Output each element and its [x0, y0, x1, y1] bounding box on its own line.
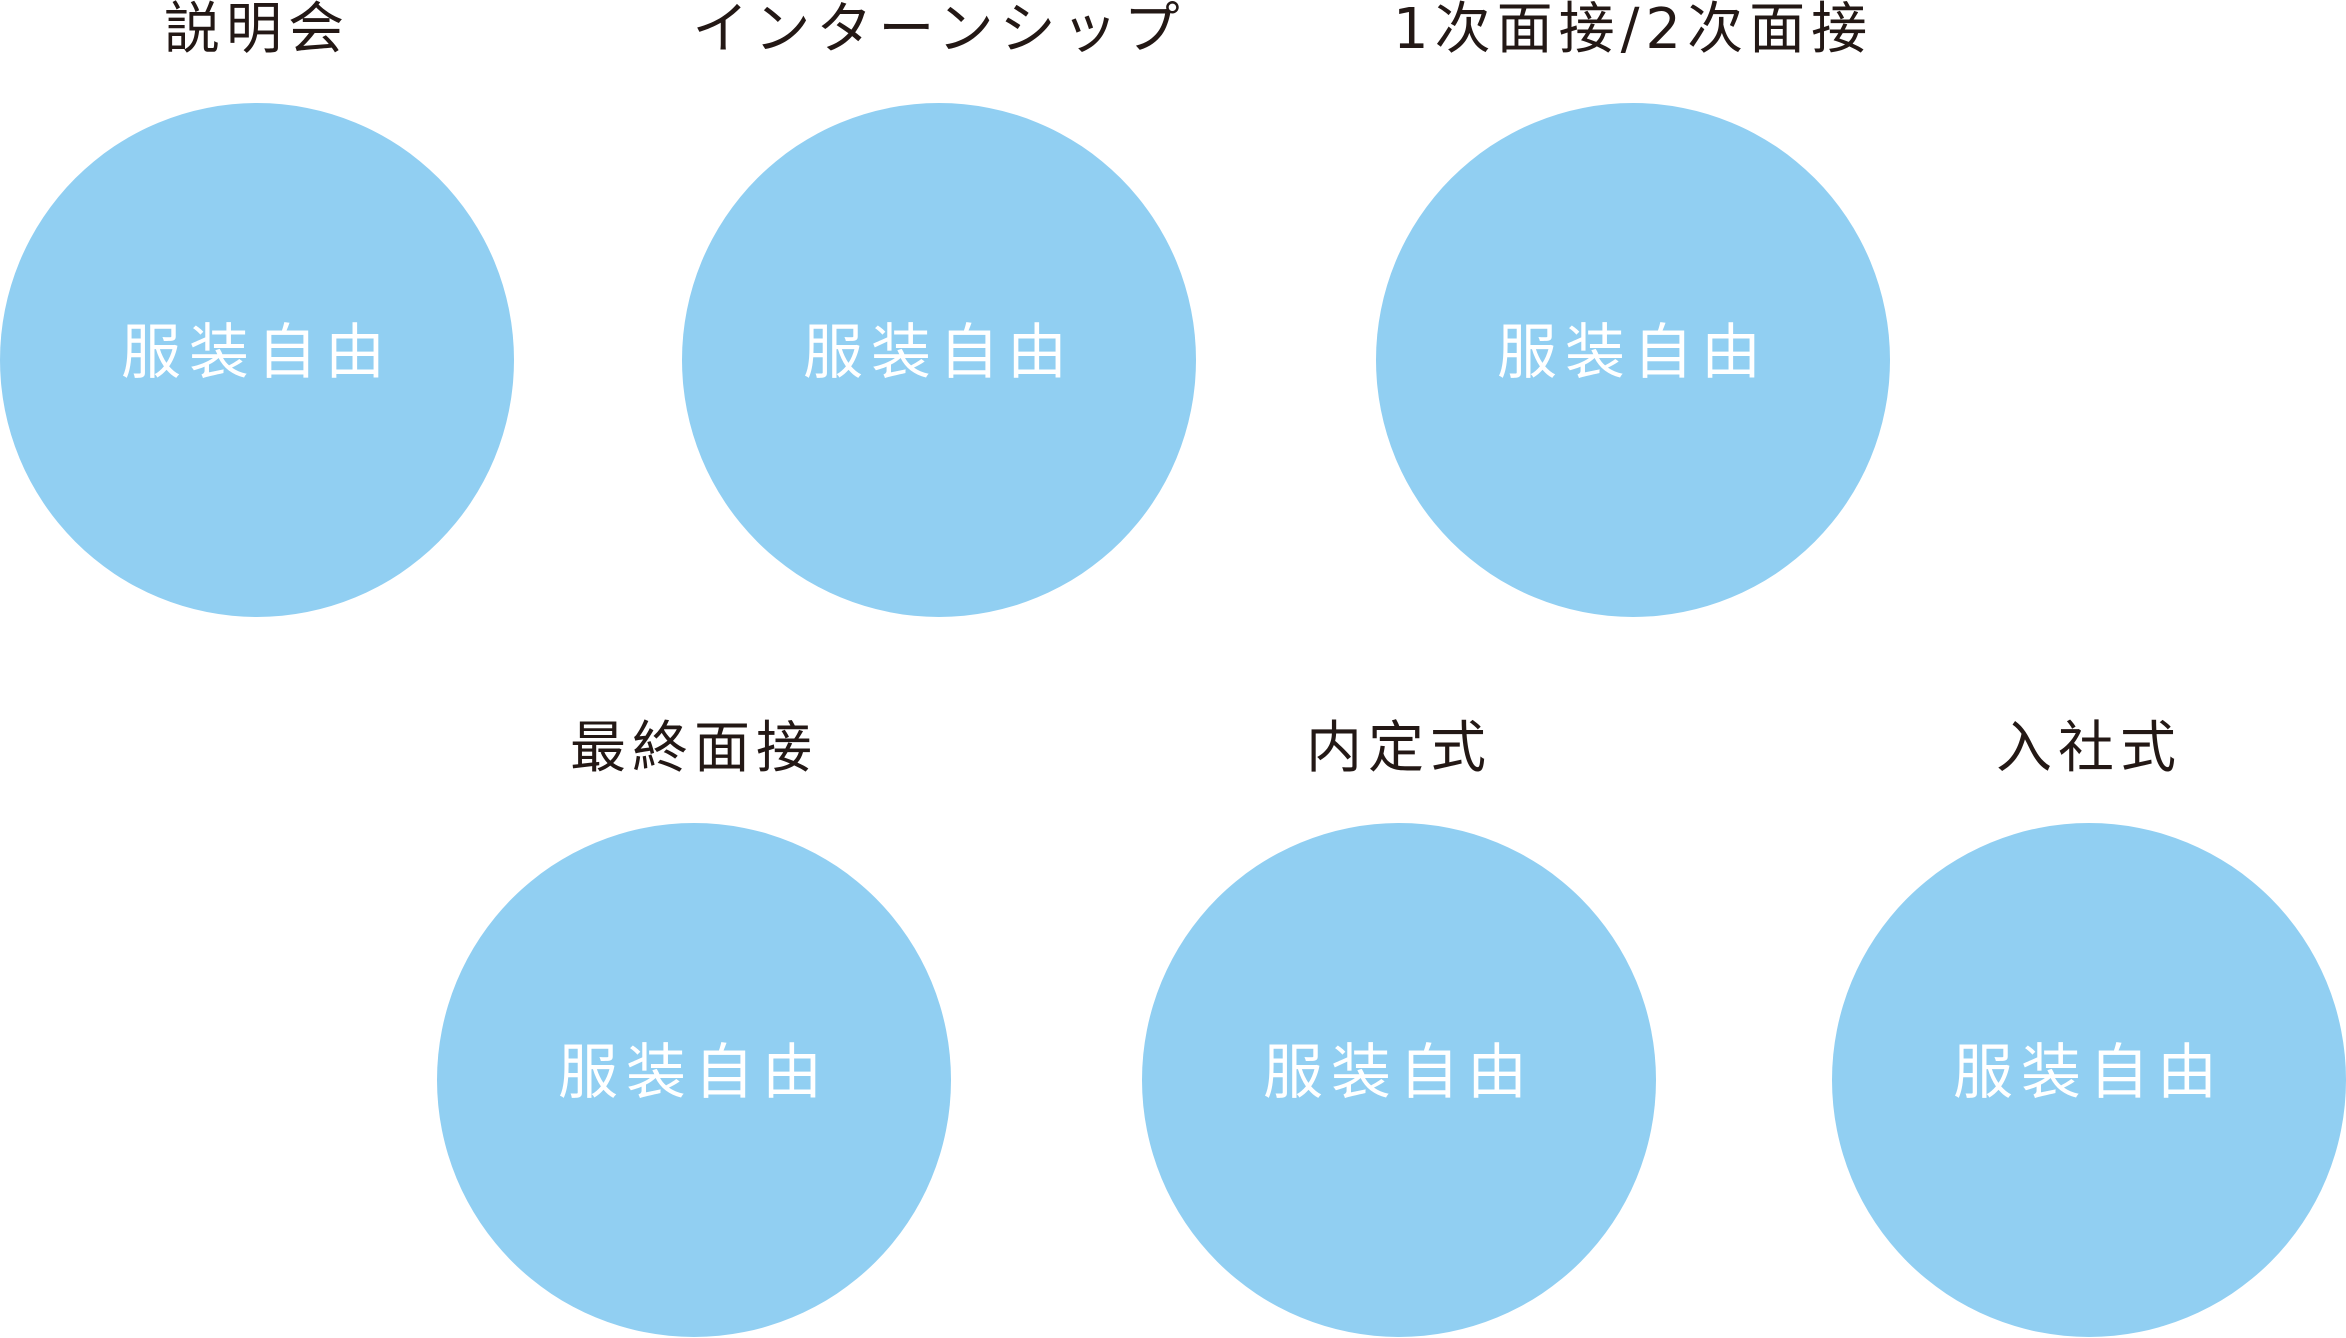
dress-code-circle: 服装自由: [1142, 823, 1656, 1337]
stage-label: 最終面接: [570, 716, 818, 781]
dress-code-text: 服装自由: [1263, 1038, 1535, 1108]
dress-code-text: 服装自由: [803, 318, 1075, 388]
dress-code-text: 服装自由: [558, 1038, 830, 1108]
dress-code-circle: 服装自由: [1832, 823, 2346, 1337]
dress-code-circle: 服装自由: [682, 103, 1196, 617]
stage-label: 1次面接/2次面接: [1392, 0, 1874, 62]
dress-code-text: 服装自由: [1953, 1038, 2225, 1108]
dress-code-circle: 服装自由: [0, 103, 514, 617]
dress-code-text: 服装自由: [121, 318, 393, 388]
dress-code-circle: 服装自由: [1376, 103, 1890, 617]
stage-label: 入社式: [1996, 716, 2182, 781]
stage-label: インターンシップ: [692, 0, 1186, 62]
dress-code-text: 服装自由: [1497, 318, 1769, 388]
stage-label: 内定式: [1306, 716, 1492, 781]
dress-code-circle: 服装自由: [437, 823, 951, 1337]
stage-label: 説明会: [164, 0, 350, 62]
